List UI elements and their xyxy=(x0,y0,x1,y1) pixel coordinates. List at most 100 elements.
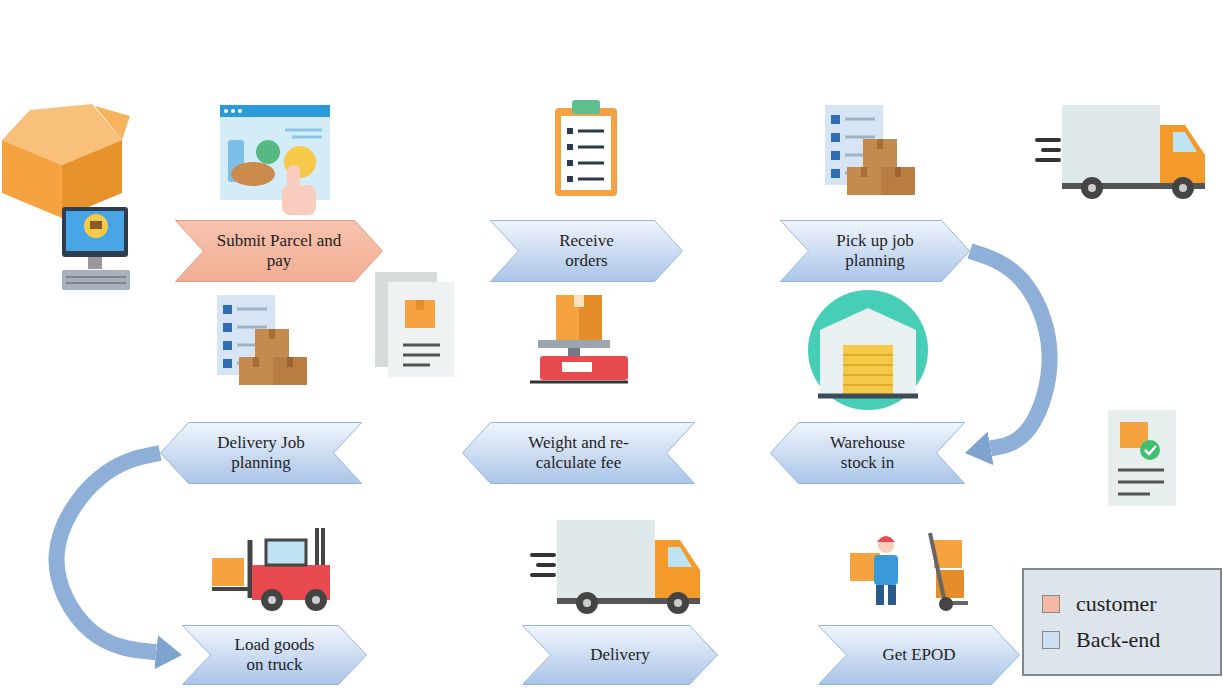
web-shop-icon-part xyxy=(231,162,275,186)
legend-row: customer xyxy=(1042,591,1202,617)
scale-icon-part xyxy=(562,362,592,372)
chevron-shape xyxy=(463,423,695,484)
clipboard-icon-part xyxy=(561,116,611,190)
chevron-step: Receive orders xyxy=(490,220,683,282)
warehouse-icon-part xyxy=(843,355,893,385)
curved-flow-arrow xyxy=(57,453,160,652)
forklift-icon-part xyxy=(261,589,283,611)
chevron-step: Submit Parcel and pay xyxy=(175,220,383,282)
courier-icon xyxy=(850,533,968,611)
chevron-shape xyxy=(781,221,970,282)
forklift-icon-part xyxy=(212,587,252,591)
step-label-box: Delivery Job planning xyxy=(207,433,315,474)
checklist-boxes-icon xyxy=(825,105,915,195)
parcel-box-icon xyxy=(2,104,130,218)
chevron-shape xyxy=(491,221,683,282)
forklift-icon xyxy=(212,528,330,611)
courier-icon-part xyxy=(939,597,953,611)
warehouse-icon-part xyxy=(843,345,893,395)
legend-row: Back-end xyxy=(1042,627,1202,653)
step-label-box: Warehouse stock in xyxy=(820,433,915,474)
legend-label: customer xyxy=(1076,591,1157,617)
forklift-icon-part xyxy=(266,540,306,565)
step-label-box: Weight and re-calculate fee xyxy=(513,433,645,474)
clipboard-icon-part xyxy=(567,144,573,150)
document-check-icon-part xyxy=(1145,446,1156,454)
computer-icon-part xyxy=(62,270,130,290)
web-shop-icon-part xyxy=(256,140,280,164)
chevron-step: Warehouse stock in xyxy=(770,422,965,484)
scale-icon-part xyxy=(530,381,628,384)
chevron-shape xyxy=(771,423,965,484)
document-icon-part xyxy=(403,345,440,365)
web-shop-icon-part xyxy=(231,109,235,113)
computer-icon-part xyxy=(88,257,102,269)
step-label-box: Get EPOD xyxy=(882,645,955,665)
document-icon-part xyxy=(416,300,424,310)
step-label-box: Pick up job planning xyxy=(819,231,931,272)
computer-icon-part xyxy=(66,277,126,283)
warehouse-icon-part xyxy=(820,308,916,395)
step-label-box: Load goods on truck xyxy=(226,635,324,676)
scale-icon-part xyxy=(568,348,580,356)
chevron-step: Get EPOD xyxy=(818,625,1020,685)
chevron-shape xyxy=(183,626,367,685)
document-check-icon-part xyxy=(1118,470,1164,494)
step-label: Get EPOD xyxy=(882,645,955,665)
web-shop-icon-part xyxy=(238,109,242,113)
clipboard-icon-part xyxy=(578,131,604,179)
chevron-step: Delivery Job planning xyxy=(160,422,362,484)
courier-icon-part xyxy=(874,555,898,585)
checklist-boxes-icon xyxy=(217,295,307,385)
forklift-icon-part xyxy=(312,596,320,604)
computer-icon xyxy=(62,207,130,290)
forklift-icon-part xyxy=(317,528,323,565)
step-label-box: Receive orders xyxy=(537,231,637,272)
computer-icon-part xyxy=(90,221,102,229)
web-shop-icon-part xyxy=(220,105,330,200)
step-label-box: Submit Parcel and pay xyxy=(209,231,349,272)
legend-swatch xyxy=(1042,631,1060,649)
courier-icon-part xyxy=(888,585,896,605)
step-label: Receive orders xyxy=(537,231,637,272)
web-shop-icon-part xyxy=(282,185,316,215)
document-icon-part xyxy=(388,282,454,377)
document-check-icon-part xyxy=(1108,410,1176,506)
scale-icon xyxy=(530,295,628,382)
clipboard-icon-part xyxy=(567,160,573,166)
step-label: Load goods on truck xyxy=(226,635,324,676)
chevron-step: Pick up job planning xyxy=(780,220,970,282)
clipboard-icon-part xyxy=(567,176,573,182)
web-shop-icon-part xyxy=(285,130,322,137)
chevron-step: Delivery xyxy=(522,625,718,685)
courier-icon-part xyxy=(930,533,968,603)
step-label: Pick up job planning xyxy=(819,231,931,272)
computer-icon-part xyxy=(84,214,108,238)
chevron-shape xyxy=(176,221,383,282)
parcel-box-icon-part xyxy=(95,106,130,140)
chevron-shape xyxy=(161,423,362,484)
document-icon xyxy=(375,272,454,377)
step-label: Weight and re-calculate fee xyxy=(513,433,645,474)
step-label-box: Delivery xyxy=(590,645,649,665)
computer-icon-part xyxy=(62,207,128,257)
legend-box: customerBack-end xyxy=(1022,568,1222,676)
chevron-step: Load goods on truck xyxy=(182,625,367,685)
chevron-shape xyxy=(523,626,718,685)
web-shop-icon-part xyxy=(224,109,228,113)
step-label: Delivery Job planning xyxy=(207,433,315,474)
scale-icon-part xyxy=(574,295,584,307)
step-label: Submit Parcel and pay xyxy=(209,231,349,272)
document-check-icon-part xyxy=(1140,440,1160,460)
truck-icon xyxy=(1037,105,1205,199)
document-check-icon xyxy=(1108,410,1176,506)
truck-icon xyxy=(532,520,700,614)
clipboard-icon-part xyxy=(555,108,617,196)
forklift-icon-part xyxy=(305,589,327,611)
warehouse-icon-part xyxy=(808,290,928,410)
forklift-icon-part xyxy=(212,558,244,586)
scale-icon-part xyxy=(538,340,610,348)
clipboard-icon-part xyxy=(572,100,600,114)
parcel-box-icon-part xyxy=(62,140,122,218)
